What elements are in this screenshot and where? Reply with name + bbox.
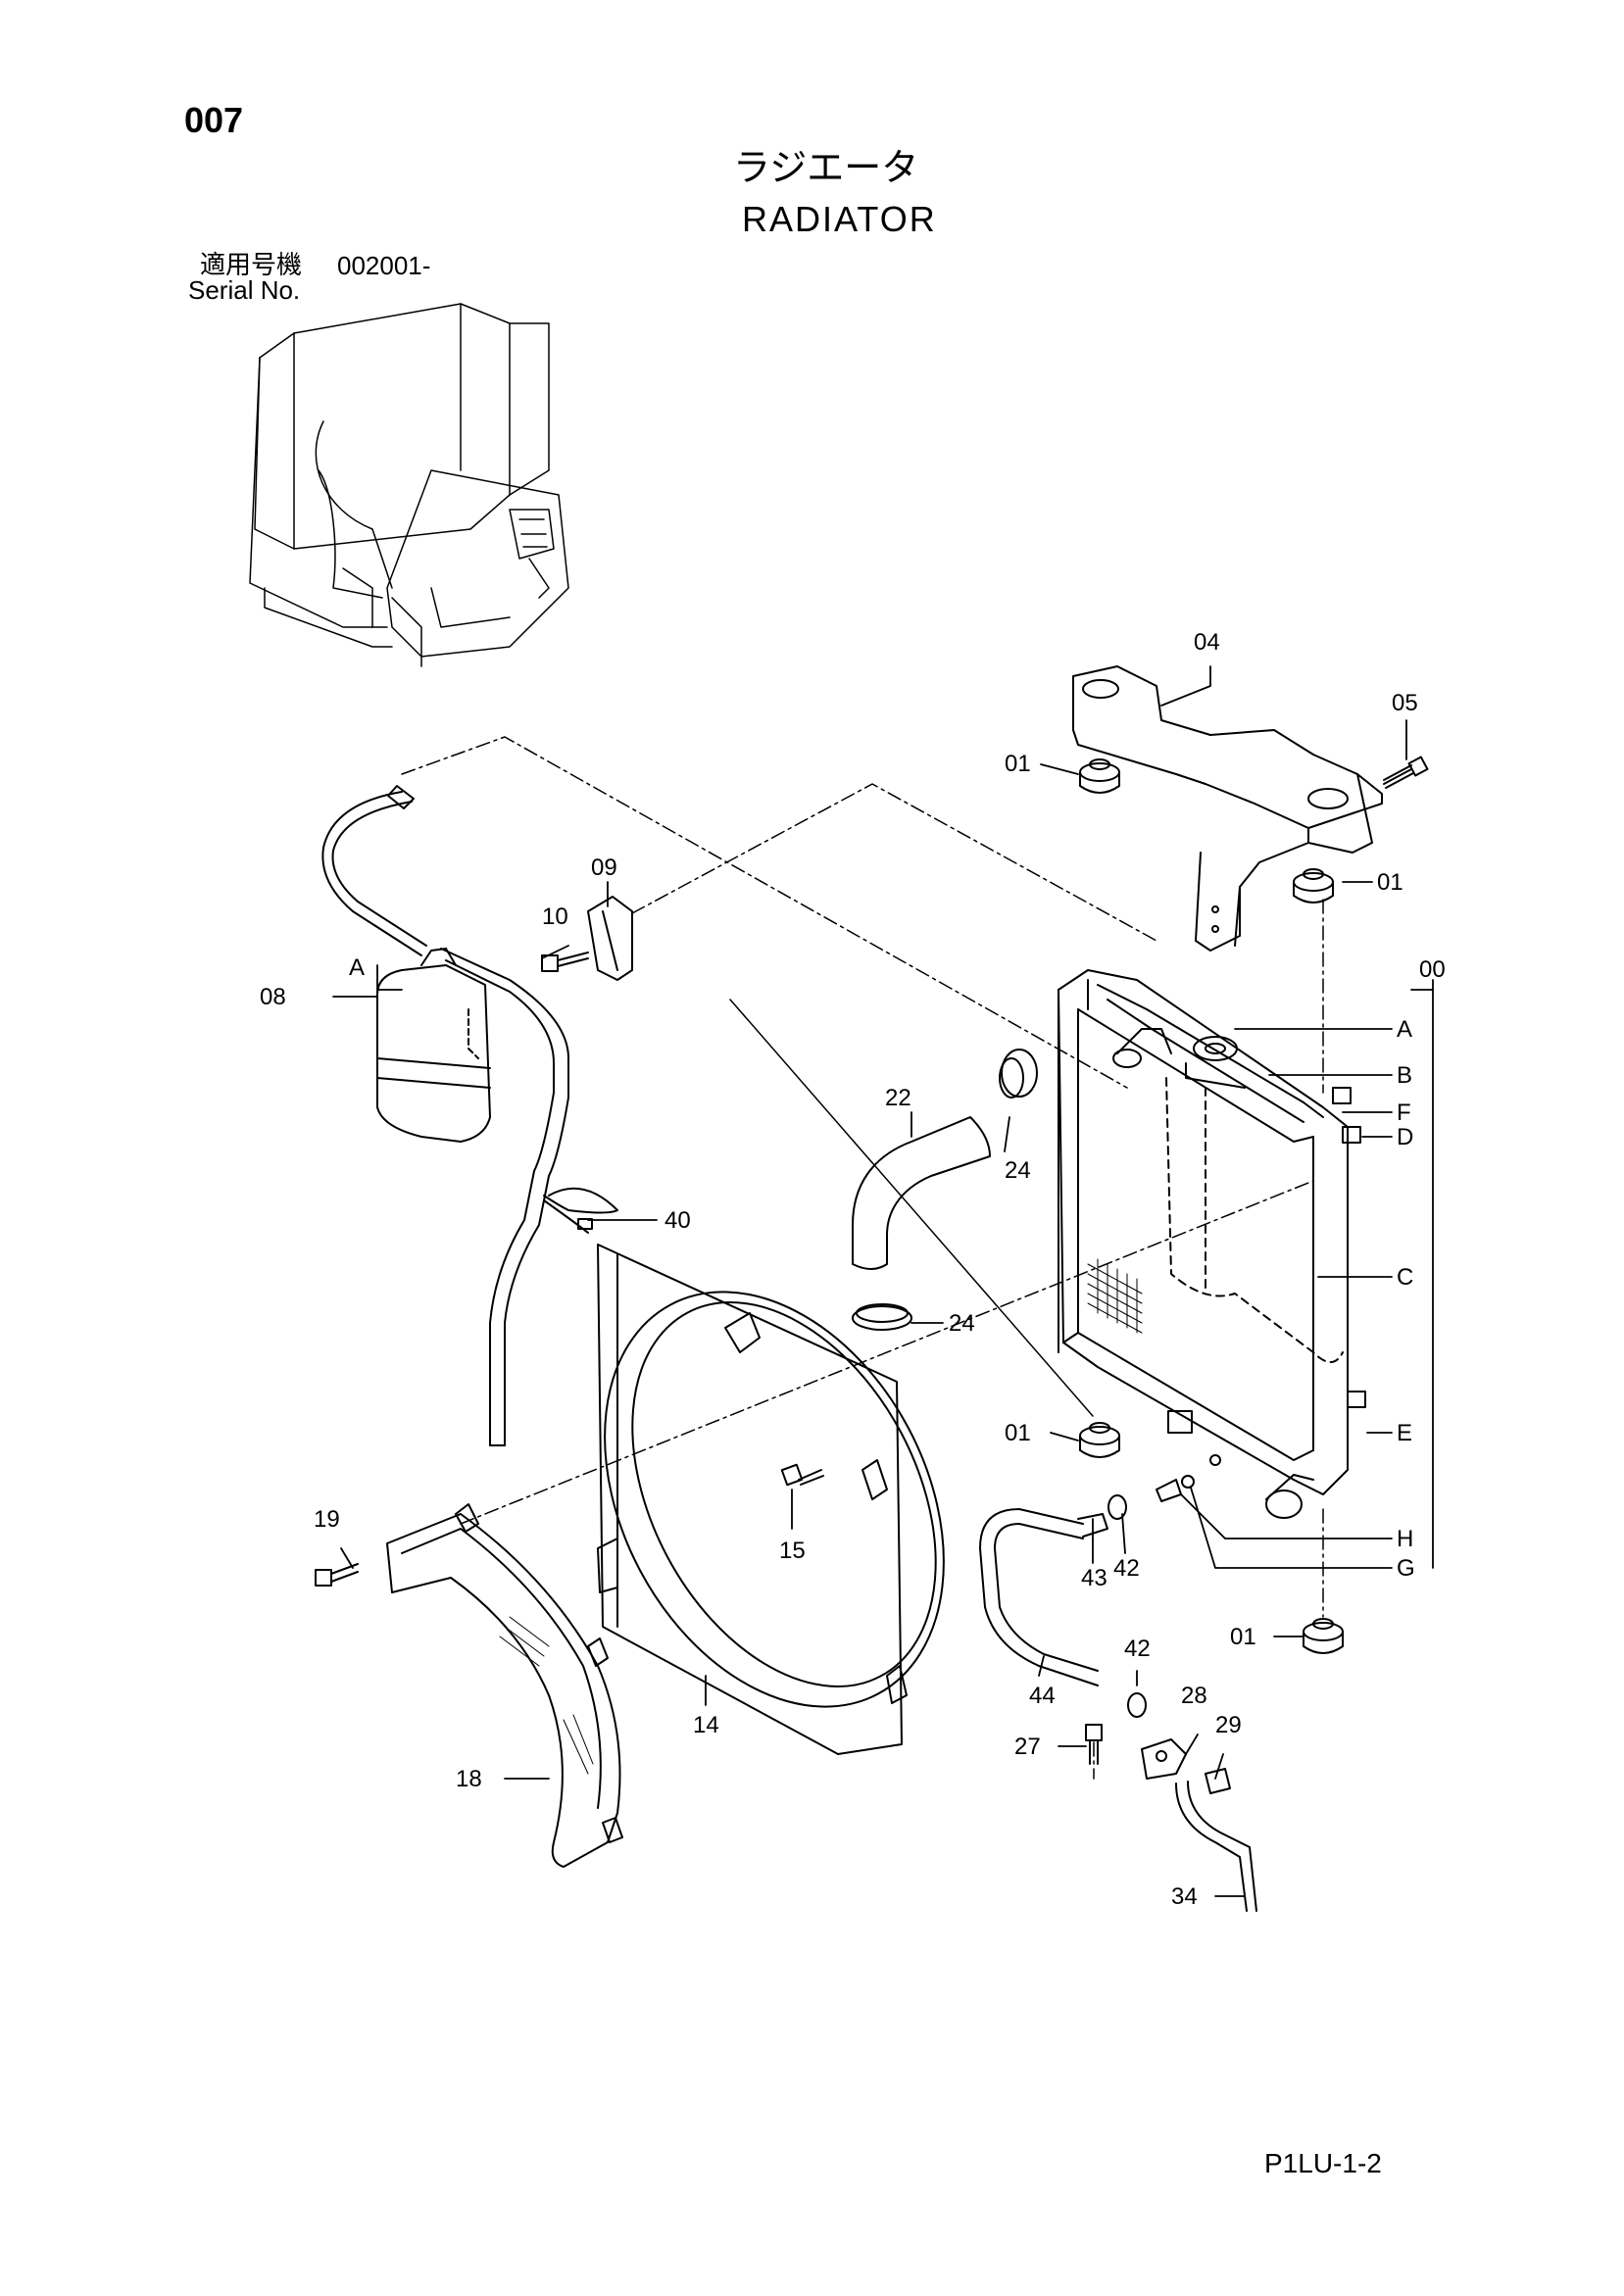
drain-fitting-h — [1156, 1475, 1195, 1502]
callout-18: 18 — [456, 1766, 482, 1792]
hose-clamp-24-lower — [852, 1303, 912, 1331]
bolt-19 — [315, 1563, 359, 1587]
reservoir-hose — [321, 785, 569, 1446]
rubber-mount-upper-right — [1293, 868, 1334, 904]
callout-09: 09 — [591, 855, 617, 881]
callout-g: G — [1397, 1555, 1415, 1582]
callout-08: 08 — [260, 984, 286, 1010]
bolt-27 — [1085, 1724, 1103, 1765]
bolt-05 — [1383, 756, 1429, 789]
rubber-mount-upper-left — [1079, 758, 1120, 794]
callout-24-upper: 24 — [1005, 1157, 1031, 1184]
guard-18 — [386, 1503, 623, 1868]
adapter-28 — [1141, 1738, 1187, 1780]
callout-b: B — [1397, 1062, 1412, 1089]
drain-hose-44 — [979, 1508, 1099, 1686]
callout-f: F — [1397, 1099, 1411, 1126]
bracket-04 — [1072, 665, 1383, 952]
callout-d: D — [1397, 1124, 1413, 1150]
callout-10: 10 — [542, 904, 568, 930]
callout-00: 00 — [1419, 956, 1446, 983]
callout-01-upper-left: 01 — [1005, 751, 1031, 777]
callout-44: 44 — [1029, 1683, 1056, 1709]
callout-40: 40 — [664, 1207, 691, 1234]
callout-a-tank: A — [349, 954, 365, 981]
page-title-japanese: ラジエータ — [733, 146, 919, 189]
callout-h: H — [1397, 1526, 1413, 1552]
callout-01-bottom: 01 — [1230, 1624, 1256, 1650]
bolt-15 — [780, 1463, 824, 1487]
excavator-thumbnail — [249, 303, 569, 667]
callout-42-lower: 42 — [1124, 1636, 1151, 1662]
bolt-10 — [541, 952, 589, 972]
clamp-bracket-09 — [587, 896, 633, 981]
callout-42-upper: 42 — [1113, 1555, 1140, 1582]
reserve-tank-08 — [376, 948, 491, 1143]
callout-a: A — [1397, 1016, 1412, 1043]
callout-29: 29 — [1215, 1712, 1242, 1738]
callout-24-lower: 24 — [949, 1310, 975, 1337]
rubber-mount-bottom — [1303, 1618, 1344, 1654]
page-number: 007 — [184, 100, 244, 140]
sheet-code: P1LU-1-2 — [1264, 2148, 1382, 2178]
upper-hose-22 — [852, 1116, 991, 1270]
assembly-lines — [401, 736, 1324, 1780]
callout-28: 28 — [1181, 1683, 1207, 1709]
serial-label: Serial No. — [188, 275, 301, 305]
callout-01-upper-right: 01 — [1377, 869, 1403, 896]
callout-01-lower: 01 — [1005, 1420, 1031, 1446]
leader-lines — [332, 665, 1434, 1897]
hose-end-43 — [1077, 1513, 1108, 1538]
callout-c: C — [1397, 1264, 1413, 1291]
callout-05: 05 — [1392, 690, 1418, 716]
serial-label-japanese: 適用号機 — [200, 251, 303, 280]
callout-15: 15 — [779, 1538, 806, 1564]
callout-19: 19 — [314, 1506, 340, 1533]
fan-shroud-14 — [597, 1244, 945, 1755]
rubber-mount-lower — [1079, 1422, 1120, 1458]
clamp-42-lower — [1127, 1692, 1147, 1718]
callout-04: 04 — [1194, 629, 1220, 656]
band-40 — [543, 1187, 618, 1234]
callout-34: 34 — [1171, 1883, 1198, 1910]
callout-27: 27 — [1014, 1734, 1041, 1760]
callout-14: 14 — [693, 1712, 719, 1738]
radiator-assembly — [1058, 969, 1366, 1519]
page-title: RADIATOR — [742, 199, 937, 239]
callout-labels: 04 05 01 01 00 09 10 A 08 A B F D C E H … — [260, 629, 1446, 1910]
callout-e: E — [1397, 1420, 1412, 1446]
serial-value: 002001- — [337, 251, 431, 280]
tube-34 — [1175, 1781, 1257, 1912]
callout-43: 43 — [1081, 1565, 1107, 1591]
callout-22: 22 — [885, 1085, 911, 1111]
clamp-42-upper — [1107, 1494, 1127, 1520]
hose-clamp-24-upper — [999, 1049, 1038, 1099]
